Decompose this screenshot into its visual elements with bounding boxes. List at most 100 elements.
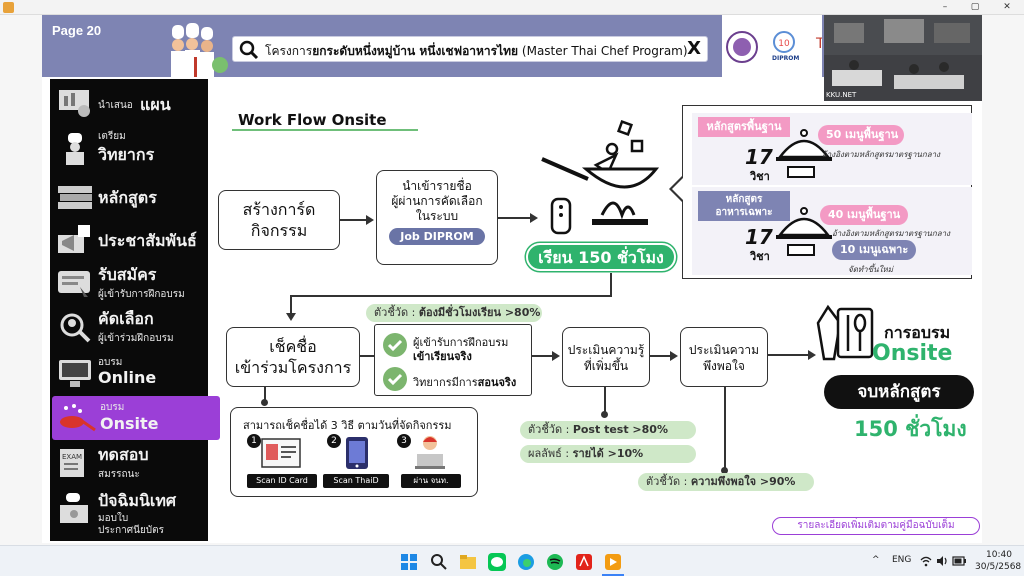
sidebar-item-online-small: อบรม — [98, 357, 123, 368]
clock-time[interactable]: 10:40 — [986, 550, 1012, 560]
connector-horizontal — [290, 295, 612, 297]
chefs-illustration — [171, 23, 228, 79]
monitor-icon — [59, 360, 91, 387]
sidebar-item-register-small: ผู้เข้ารับการฝึกอบรม — [98, 289, 185, 300]
form-icon — [58, 271, 90, 297]
sidebar-item-trainer[interactable]: เตรียม วิทยากร — [50, 127, 208, 171]
indicator-satisfaction: ตัวชี้วัด : ความพึงพอใจ >90% — [638, 473, 814, 491]
sidebar-item-course[interactable]: หลักสูตร — [50, 174, 208, 218]
sidebar-item-register[interactable]: รับสมัคร ผู้เข้ารับการฝึกอบรม — [50, 261, 208, 305]
cooking-pan-icon — [541, 119, 660, 235]
sidebar-item-online[interactable]: อบรม Online — [50, 351, 208, 395]
pan-icon — [60, 404, 96, 432]
arrow-1 — [340, 219, 368, 221]
magnifier-icon — [60, 313, 91, 343]
sidebar-item-course-label: หลักสูตร — [98, 188, 157, 207]
language-indicator[interactable]: ENG — [892, 555, 912, 565]
svg-text:10: 10 — [778, 39, 790, 49]
checkin-methods-box: สามารถเช็คชื่อได้ 3 วิธี ตามวันที่จัดกิจ… — [230, 407, 478, 497]
search-icon[interactable] — [430, 553, 448, 571]
more-details-link[interactable]: รายละเอียดเพิ่มเติมตามคู่มือฉบับเต็ม — [772, 517, 980, 535]
checkin-box: เช็คชื่อ เข้าร่วมโครงการ — [226, 327, 360, 387]
svg-text:TH: TH — [815, 36, 822, 52]
course-basic-note: อ้างอิงตามหลักสูตรมาตรฐานกลาง — [822, 150, 941, 159]
books-icon — [58, 186, 92, 209]
sidebar-item-select-small: ผู้เข้าร่วมฝึกอบรม — [98, 333, 174, 344]
indicator-posttest: ตัวชี้วัด : Post test >80% — [520, 421, 696, 439]
tray-chevron[interactable]: ^ — [872, 555, 880, 565]
method-3-number: 3 — [397, 434, 411, 448]
search-bar[interactable]: โครงการยกระดับหนึ่งหมู่บ้าน หนึ่งเชฟอาหา… — [232, 36, 708, 62]
check-icon — [383, 333, 407, 357]
presentation-slide: Page 20 โครงการยกระดับหนึ่งหมู่บ้าน หนึ่… — [42, 15, 982, 543]
connector-dot-1 — [601, 411, 608, 418]
battery-icon[interactable] — [952, 555, 966, 567]
edge-browser-icon[interactable] — [517, 553, 535, 571]
window-titlebar: – ▢ ✕ — [0, 0, 1024, 15]
connector-down-1 — [610, 273, 612, 295]
sidebar-item-trainer-small: เตรียม — [98, 131, 126, 142]
sidebar-item-select[interactable]: คัดเลือก ผู้เข้าร่วมฝึกอบรม — [50, 305, 208, 349]
arrow-6 — [768, 354, 810, 356]
connector-dot-2 — [721, 467, 728, 474]
import-names-box: นำเข้ารายชื่อ ผู้ผ่านการคัดเลือก ในระบบ … — [376, 170, 498, 265]
check-trainee-2: เข้าเรียนจริง — [413, 350, 472, 363]
sidebar-item-pr-label: ประชาสัมพันธ์ — [98, 231, 197, 250]
onsite-label: Onsite — [872, 341, 953, 366]
sidebar-item-plan[interactable]: นำเสนอ แผน — [50, 81, 208, 125]
search-close-button[interactable]: X — [687, 38, 701, 59]
sidebar-item-test[interactable]: EXAM ทดสอบ สมรรถนะ — [50, 441, 208, 485]
check-trainee-1: ผู้เข้ารับการฝึกอบรม — [413, 336, 509, 349]
study-hours-badge: เรียน 150 ชั่วโมง — [526, 243, 676, 271]
phone-icon — [346, 437, 368, 469]
check-trainer: วิทยากรมีการสอนจริง — [413, 376, 517, 389]
search-text: โครงการยกระดับหนึ่งหมู่บ้าน หนึ่งเชฟอาหา… — [265, 44, 688, 58]
course-basic-unit: วิชา — [750, 170, 770, 183]
sidebar-item-pr[interactable]: ประชาสัมพันธ์ — [50, 217, 208, 261]
checkin-methods-title: สามารถเช็คชื่อได้ 3 วิธี ตามวันที่จัดกิจ… — [243, 419, 452, 432]
check-list-box: ผู้เข้ารับการฝึกอบรม เข้าเรียนจริง วิทยา… — [374, 324, 532, 396]
volume-icon[interactable] — [936, 555, 948, 567]
sidebar-item-onsite-label: Onsite — [100, 414, 159, 433]
certificate-icon — [60, 493, 88, 523]
course-panel-pointer-inner — [672, 177, 684, 201]
create-card-box: สร้างการ์ด กิจกรรม — [218, 190, 340, 250]
course-special-note: อ้างอิงตามหลักสูตรมาตรฐานกลาง — [832, 229, 951, 238]
course-special-num: 17 — [745, 225, 773, 249]
wifi-icon[interactable] — [920, 555, 932, 567]
sidebar-item-onsite[interactable]: อบรม Onsite — [52, 396, 220, 440]
arrow-3 — [360, 355, 374, 357]
cloche-icon-2 — [776, 207, 832, 256]
diprom-logo-text: DIPROM — [772, 55, 800, 62]
assess-satisfaction-box: ประเมินความ พึงพอใจ — [680, 327, 768, 387]
training-label: การอบรม — [884, 323, 951, 342]
job-diprom-badge: Job DIPROM — [389, 228, 485, 245]
minimize-button[interactable]: – — [942, 2, 948, 12]
logos-area: 10 TH DIPROM — [722, 15, 835, 77]
megaphone-icon — [58, 225, 90, 253]
line-app-icon[interactable] — [488, 553, 506, 571]
folder-icon[interactable] — [459, 553, 477, 571]
close-window-button[interactable]: ✕ — [1003, 2, 1011, 12]
course-special-extra-note: จัดทำขึ้นใหม่ — [848, 265, 894, 274]
maximize-button[interactable]: ▢ — [970, 2, 980, 12]
indicator-attendance: ตัวชี้วัด : ต้องมีชั่วโมงเรียน >80% — [366, 304, 542, 322]
workflow-title: Work Flow Onsite — [238, 111, 387, 129]
arrow-5 — [650, 355, 672, 357]
video-label: KKU.NET — [826, 91, 857, 99]
windows-start-icon[interactable] — [400, 553, 418, 571]
sidebar: นำเสนอ แผน เตรียม วิทยากร หลักสูตร ประชา… — [50, 79, 220, 541]
sidebar-item-test-label: ทดสอบ — [98, 445, 149, 464]
pdf-reader-icon[interactable] — [575, 553, 593, 571]
assess-knowledge-box: ประเมินความรู้ ที่เพิ่มขึ้น — [562, 327, 650, 387]
cloche-icon — [776, 129, 832, 178]
clock-date[interactable]: 30/5/2568 — [975, 562, 1022, 572]
method-2-label: Scan ThaiD — [323, 474, 389, 488]
sidebar-item-orientation-label: ปัจฉิมนิเทศ — [98, 491, 177, 510]
spotify-icon[interactable] — [546, 553, 564, 571]
course-basic-title: หลักสูตรพื้นฐาน — [698, 117, 790, 137]
sidebar-item-orientation[interactable]: ปัจฉิมนิเทศ มอบใบ ประกาศนียบัตร — [50, 487, 208, 539]
course-special-unit: วิชา — [750, 250, 770, 263]
media-player-icon[interactable] — [604, 553, 622, 571]
sidebar-item-register-label: รับสมัคร — [98, 265, 157, 284]
